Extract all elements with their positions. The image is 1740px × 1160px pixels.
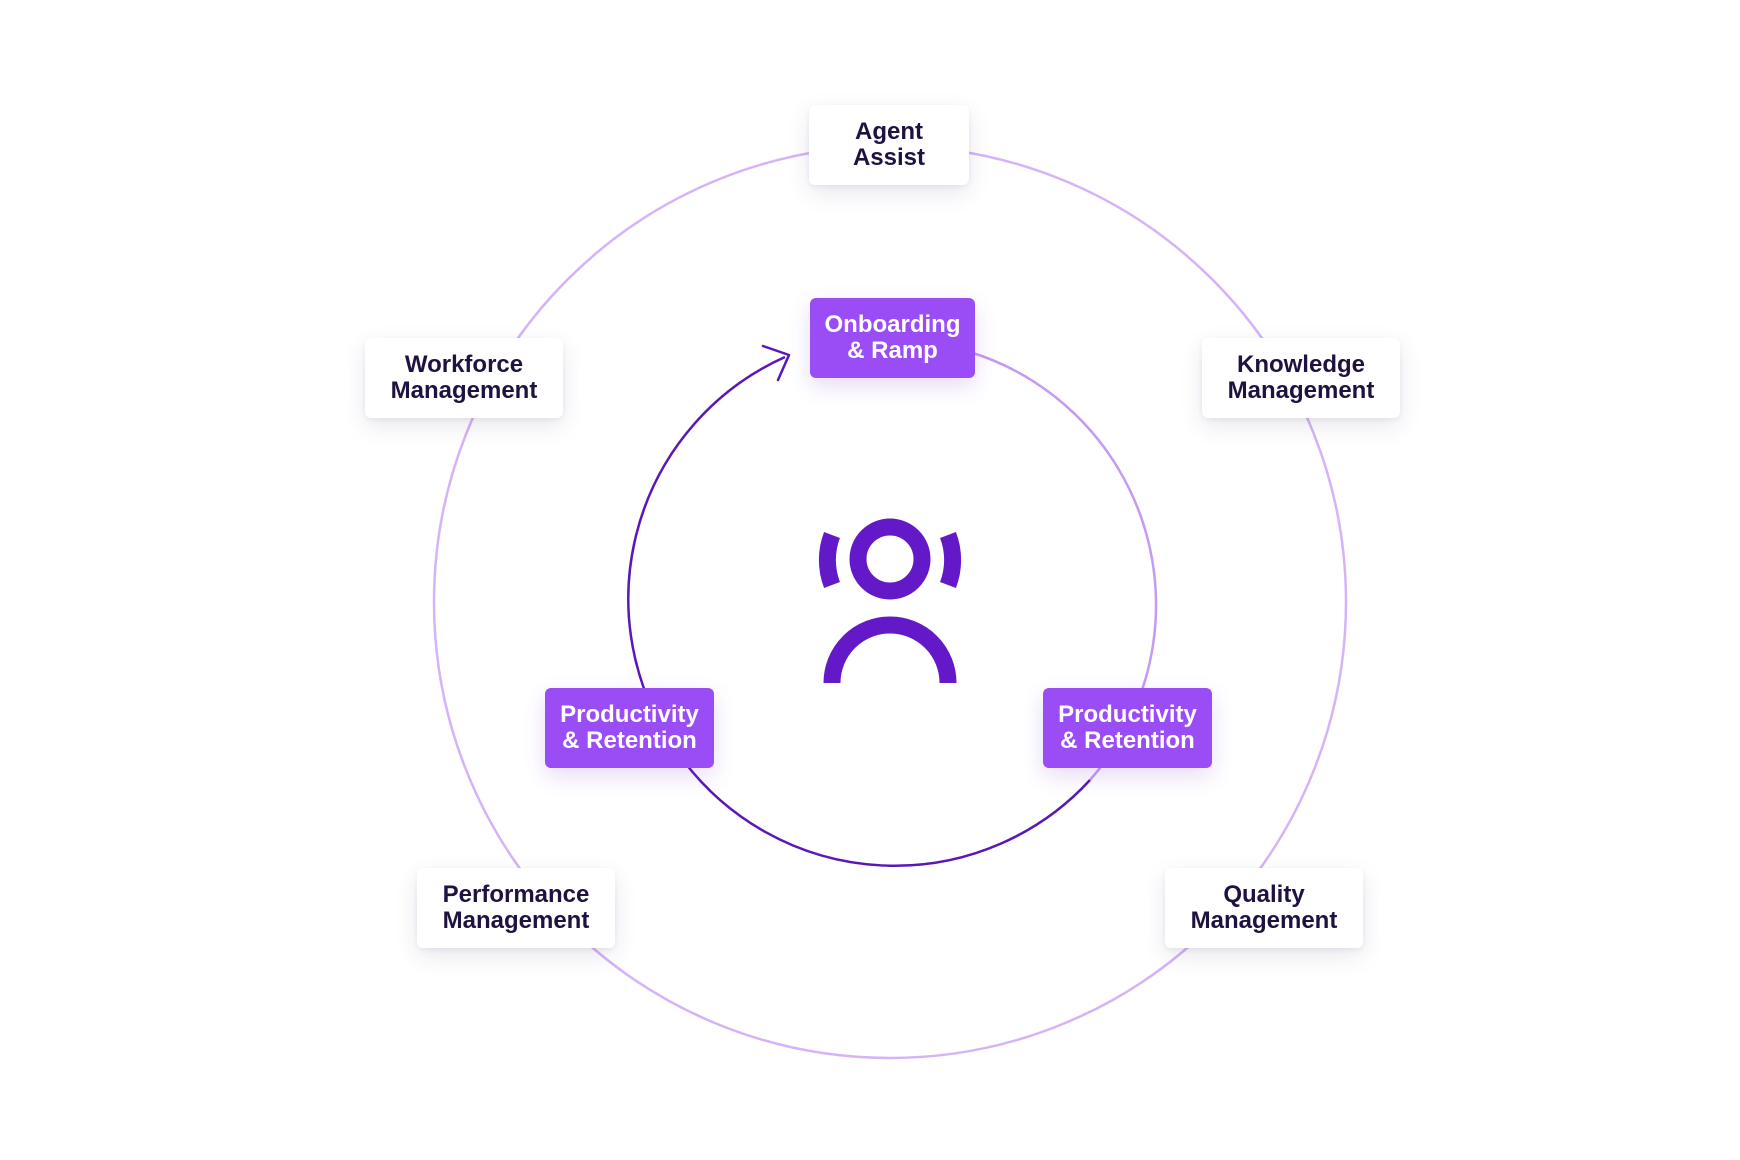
node-label: Performance Management [442,881,590,934]
person-head [849,518,931,600]
node-label: Onboarding & Ramp [824,311,961,364]
node-label: Productivity & Retention [560,701,699,754]
node-onboarding-ramp: Onboarding & Ramp [810,298,975,378]
node-label: Agent Assist [852,118,926,171]
inner-ring-bottom-arc [682,759,1091,867]
node-label: Productivity & Retention [1058,701,1197,754]
node-knowledge-management: Knowledge Management [1202,338,1400,418]
signal-right [939,531,962,589]
node-label: Quality Management [1190,881,1338,934]
signal-left [818,531,841,589]
cycle-arrowhead [761,344,791,382]
node-productivity-retention-right: Productivity & Retention [1043,688,1212,768]
node-label: Knowledge Management [1227,351,1375,404]
person-with-signal-icon [818,518,962,684]
node-productivity-retention-left: Productivity & Retention [545,688,714,768]
node-performance-management: Performance Management [417,868,615,948]
node-label: Workforce Management [390,351,538,404]
node-workforce-management: Workforce Management [365,338,563,418]
node-quality-management: Quality Management [1165,868,1363,948]
node-agent-assist: Agent Assist [809,105,969,185]
person-body [823,616,957,684]
